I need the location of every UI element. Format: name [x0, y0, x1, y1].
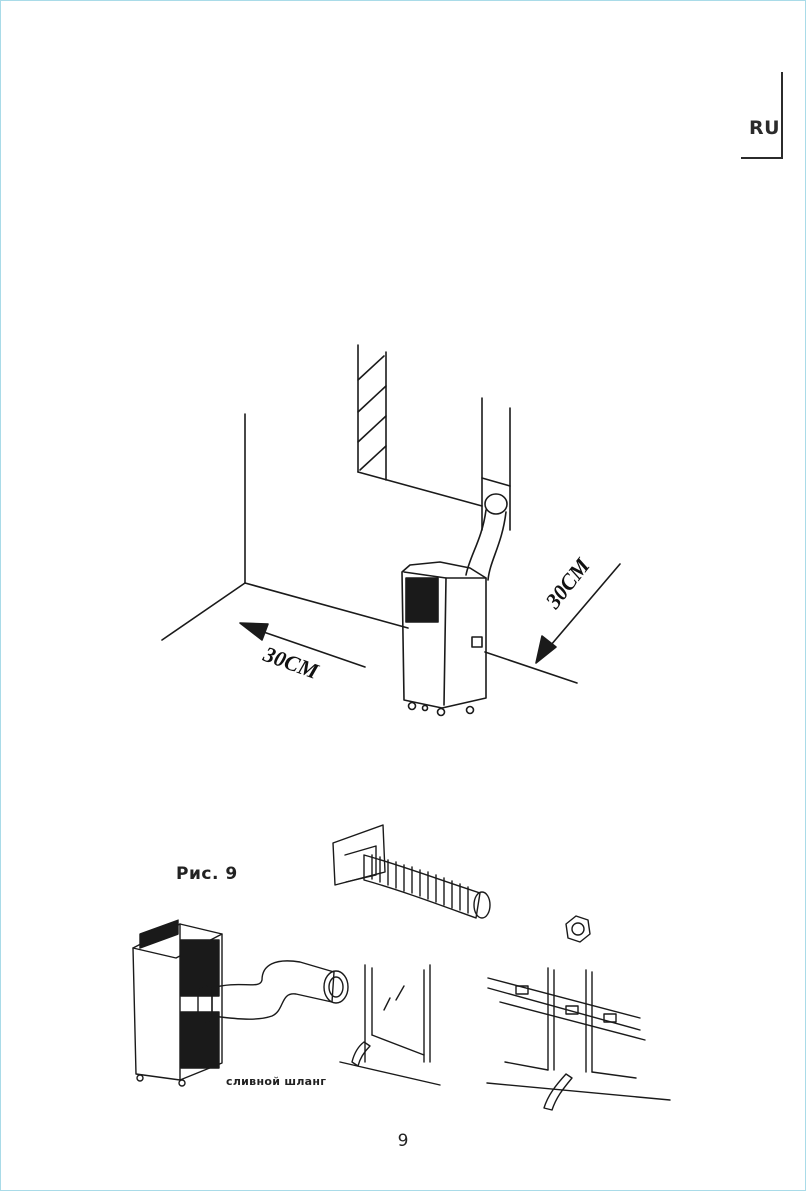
ac-exhaust-hose: [212, 961, 334, 1019]
drain-hose-right: [544, 1074, 572, 1110]
page-number: 9: [0, 1131, 806, 1151]
hex-nut: [566, 916, 590, 942]
wall-plate: [333, 825, 385, 885]
drain-hose-label: сливной шланг: [226, 1075, 326, 1088]
drain-hose-middle: [352, 1042, 370, 1066]
flexible-exhaust-hose: [364, 855, 480, 918]
window-adapter-end: [324, 971, 348, 1003]
